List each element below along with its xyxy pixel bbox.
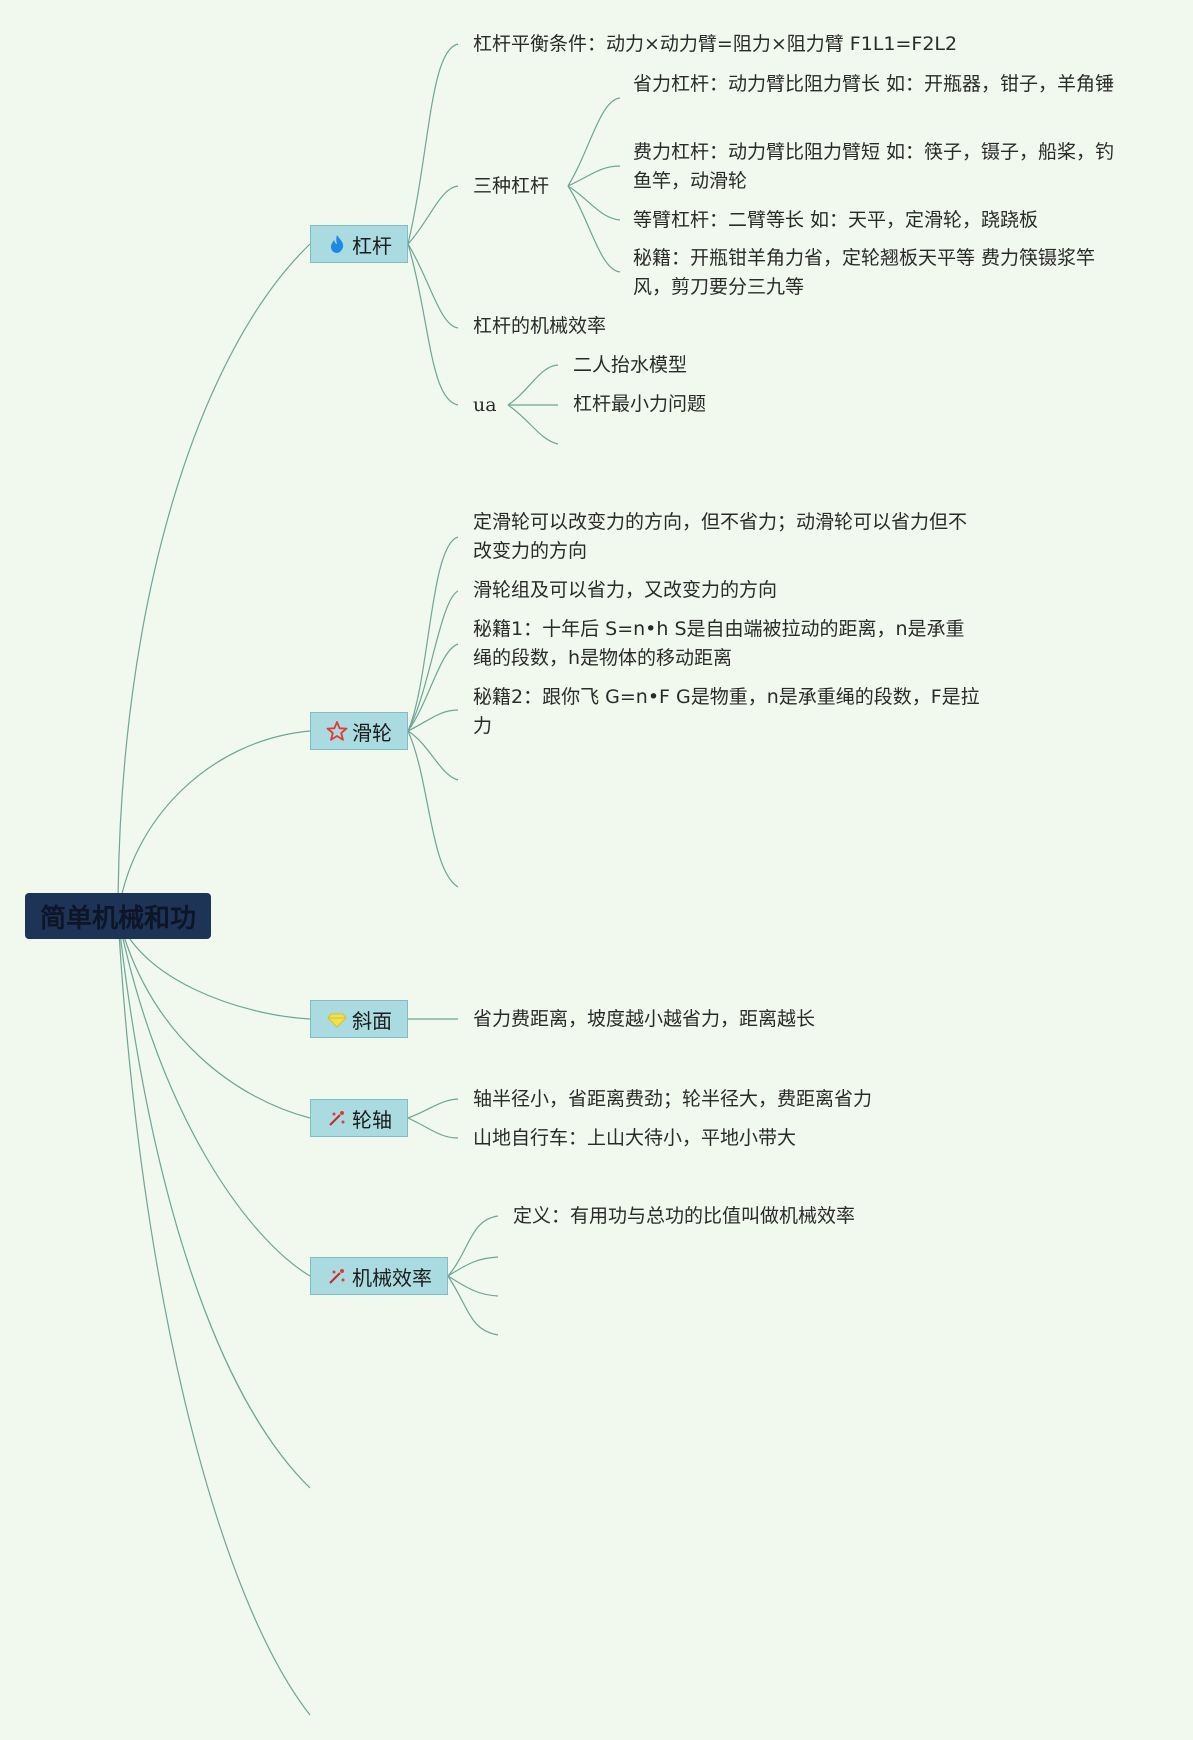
node-lever[interactable]: 杠杆 [310,225,408,263]
lever-type-item: 费力杠杆：动力臂比阻力臂短 如：筷子，镊子，船桨，钓鱼竿，动滑轮 [633,141,1115,192]
lever-type-item: 省力杠杆：动力臂比阻力臂长 如：开瓶器，钳子，羊角锤 [633,73,1115,95]
wheel-axle-item: 轴半径小，省距离费劲；轮半径大，费距离省力 [473,1088,873,1110]
node-lever-label: 杠杆 [352,233,392,258]
node-mech-efficiency-label: 机械效率 [352,1265,432,1290]
node-pulley[interactable]: 滑轮 [310,712,408,750]
sparkle-icon [326,1265,348,1287]
star-icon [326,720,348,742]
root-node[interactable]: 简单机械和功 [25,893,211,939]
incline-item: 省力费距离，坡度越小越省力，距离越长 [473,1008,816,1030]
node-incline[interactable]: 斜面 [310,1000,408,1038]
node-mech-efficiency[interactable]: 机械效率 [310,1257,448,1295]
lever-balance-condition: 杠杆平衡条件：动力×动力臂=阻力×阻力臂 F1L1=F2L2 [473,33,958,55]
ua-item: 杠杆最小力问题 [573,393,707,415]
lever-efficiency: 杠杆的机械效率 [473,315,607,337]
node-pulley-label: 滑轮 [352,720,392,745]
lever-type-item: 秘籍：开瓶钳羊角力省，定轮翘板天平等 费力筷镊浆竿风，剪刀要分三九等 [633,247,1096,298]
sparkle-icon [326,1107,348,1129]
node-incline-label: 斜面 [352,1008,392,1033]
pulley-item: 滑轮组及可以省力，又改变力的方向 [473,579,778,601]
ua-item: 二人抬水模型 [573,354,688,376]
flame-icon [326,233,348,255]
lever-type-item: 等臂杠杆：二臂等长 如：天平，定滑轮，跷跷板 [633,209,1039,231]
pulley-item: 秘籍1：十年后 S=n•h S是自由端被拉动的距离，n是承重绳的段数，h是物体的… [473,618,965,669]
lever-three-types[interactable]: 三种杠杆 [473,175,550,197]
gem-icon [326,1008,348,1030]
pulley-item: 定滑轮可以改变力的方向，但不省力；动滑轮可以省力但不改变力的方向 [473,511,968,562]
mech-efficiency-item: 定义：有用功与总功的比值叫做机械效率 [513,1205,856,1227]
wheel-axle-item: 山地自行车：上山大待小，平地小带大 [473,1127,797,1149]
root-label: 简单机械和功 [39,903,196,934]
node-wheel-axle[interactable]: 轮轴 [310,1099,408,1137]
pulley-item: 秘籍2：跟你飞 G=n•F G是物重，n是承重绳的段数，F是拉力 [473,686,980,737]
lever-ua[interactable]: ua [473,394,497,416]
node-wheel-axle-label: 轮轴 [352,1107,392,1132]
